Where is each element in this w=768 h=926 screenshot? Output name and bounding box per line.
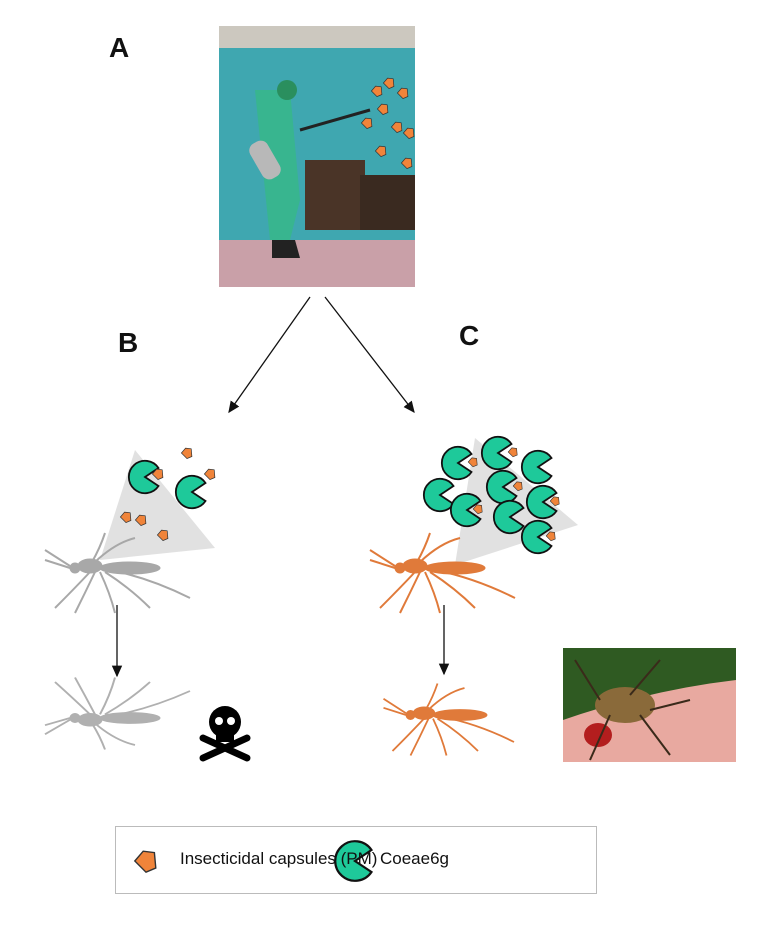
susceptible-mosquito-group [44,447,216,614]
mosquito-biting-photo [563,648,736,762]
dead-mosquito-icon [44,676,191,751]
legend-enzyme-label: Coeae6g [380,849,450,868]
panel-label-c: C [459,320,480,351]
arrow-to-b [228,296,311,414]
legend-capsule-label: Insecticidal capsules (PM) [180,849,378,868]
surviving-mosquito-icon [382,682,515,757]
legend: Insecticidal capsules (PM) Coeae6g [115,826,597,894]
panel-label-b: B [118,327,139,358]
arrow-to-c [324,296,415,414]
spraying-photo [219,26,415,287]
panel-label-a: A [109,32,130,63]
capsule-icon [134,850,157,873]
skull-crossbones-icon [199,706,251,762]
resistant-mosquito-group [369,435,578,614]
